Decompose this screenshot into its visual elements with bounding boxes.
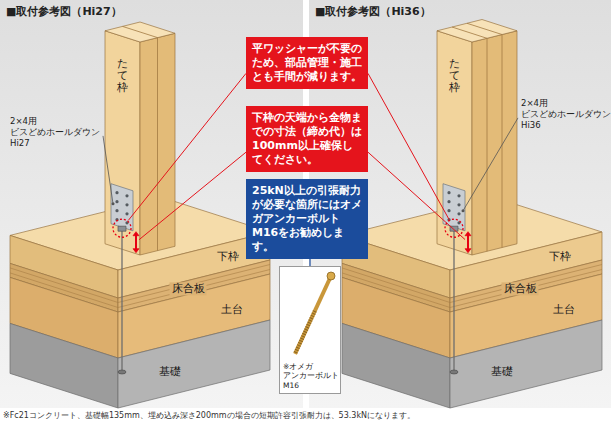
screw-hole (447, 191, 450, 194)
vertical-part-label: たて枠 (449, 58, 460, 94)
screw-hole (457, 212, 460, 215)
stud-face (105, 31, 140, 255)
screw-hole (125, 194, 128, 197)
part-label: 基礎 (489, 365, 515, 378)
bolt-shank (295, 276, 331, 354)
part-label: 土台 (219, 303, 245, 316)
dimension-arrowhead (465, 232, 471, 236)
part-label: 下枠 (215, 250, 241, 263)
dimension-arrow (135, 235, 137, 250)
panel-heading: ■取付参考図（Hi27） (6, 5, 297, 19)
part-label: 下枠 (547, 250, 573, 263)
foundation-face (118, 320, 270, 408)
foundation-face (10, 323, 118, 408)
leader-dot (112, 202, 115, 205)
framing-illustration (10, 22, 270, 408)
leader-line (103, 136, 113, 204)
callout-box: 25kN以上の引張耐力が必要な箇所にはオメガアンカーボルトM16をお勧めします。 (246, 179, 368, 259)
screw-hole (457, 203, 460, 206)
callout-leader (368, 73, 449, 219)
leader-line (463, 118, 518, 211)
callout-box: 平ワッシャーが不要のため、部品管理・施工とも手間が減ります。 (246, 37, 368, 89)
screw-hole (125, 212, 128, 215)
panel-heading: ■取付参考図（Hi36） (315, 5, 605, 19)
callout-text: 下枠の天端から金物までの寸法（締め代）は100mm以上確保してください。 (252, 111, 362, 167)
dimension-arrowhead (133, 232, 139, 236)
product-box: ※オメガ アンカーボルト M16 (279, 266, 341, 394)
stud-joint (467, 23, 502, 247)
part-label: 床合板 (502, 282, 539, 295)
callout-box: 下枠の天端から金物までの寸法（締め代）は100mm以上確保してください。 (246, 106, 368, 172)
anchor-nut (450, 370, 458, 374)
dimension-arrowhead (465, 249, 471, 253)
product-ground (279, 266, 341, 394)
screw-hole (125, 203, 128, 206)
connector-line (309, 259, 310, 266)
bolt-group (279, 266, 341, 394)
anchor-bolt (121, 227, 122, 372)
screw-hole (447, 209, 450, 212)
callout-text: 平ワッシャーが不要のため、部品管理・施工とも手間が減ります。 (252, 42, 362, 84)
stud-top (437, 20, 517, 43)
callout-text: 25kN以上の引張耐力が必要な箇所にはオメガアンカーボルトM16をお勧めします。 (252, 184, 362, 254)
part-label: 床合板 (170, 282, 207, 295)
callout-leader (368, 152, 465, 239)
stud-face (472, 31, 517, 255)
structure-group (10, 20, 602, 409)
highlight-circle (445, 219, 463, 237)
callout-leader (139, 152, 246, 240)
stud-face (437, 31, 472, 255)
anchor-bolt (453, 227, 454, 372)
screw-hole (457, 194, 460, 197)
foundation-face (342, 323, 450, 408)
bolt-head (327, 272, 335, 280)
vertical-part-label: たて枠 (117, 58, 128, 94)
bolt-thread (295, 311, 315, 354)
foundation-face (450, 320, 602, 408)
product-label: 2×4用 ビスどめホールダウン Hi27 (10, 116, 100, 149)
product-label: 2×4用 ビスどめホールダウン Hi36 (521, 98, 607, 131)
callout-leader (128, 73, 246, 220)
framing-illustration (342, 20, 602, 409)
footnote: ※Fc21コンクリート、基礎幅135mm、埋め込み深さ200mmの場合の短期許容… (3, 411, 603, 421)
screw-hole (115, 209, 118, 212)
screw-hole (115, 200, 118, 203)
highlight-circle (113, 219, 131, 237)
part-label: 土台 (551, 303, 577, 316)
dimension-arrowhead (133, 249, 139, 253)
nut (118, 226, 126, 231)
screw-hole (115, 191, 118, 194)
anchor-nut (118, 370, 126, 374)
product-caption: ※オメガ アンカーボルト M16 (283, 362, 337, 390)
part-label: 基礎 (157, 365, 183, 378)
screw-hole (447, 200, 450, 203)
leader-dot (462, 209, 465, 212)
dimension-arrow (467, 235, 469, 250)
